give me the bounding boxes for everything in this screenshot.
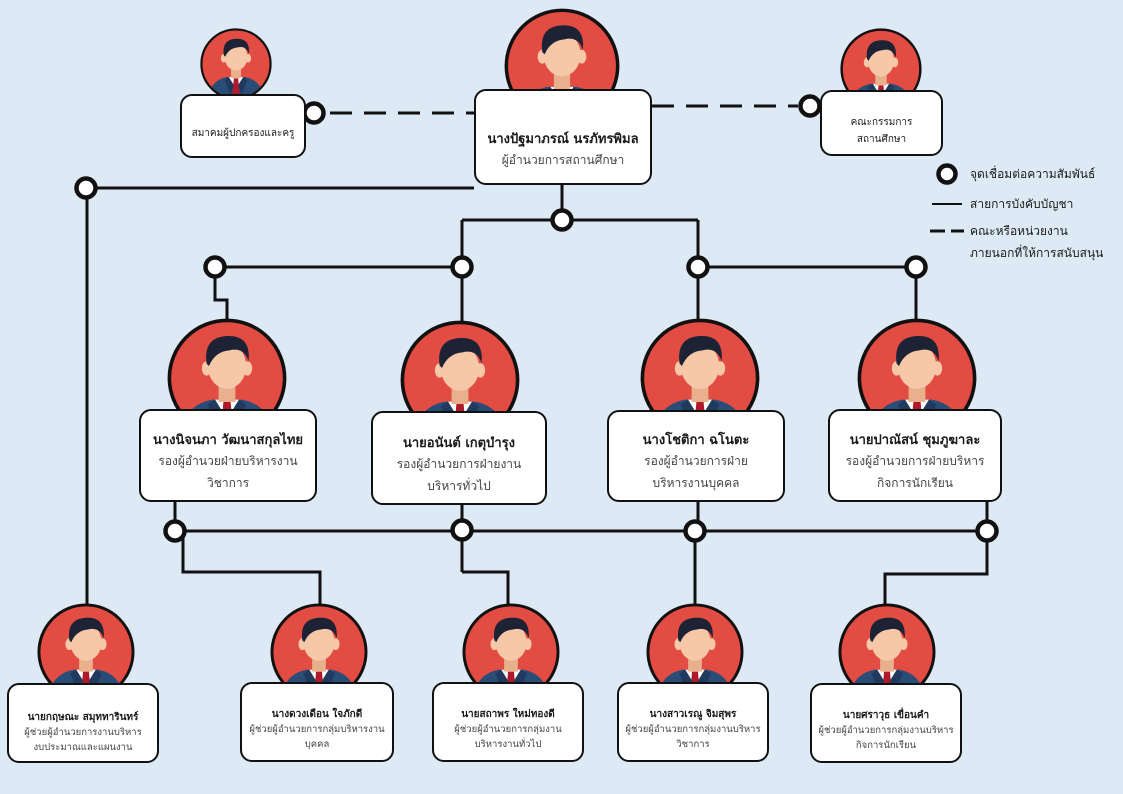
assistant-budget-name: นายกฤษณะ สมุททารินทร์ xyxy=(27,712,139,723)
legend-connection-point: จุดเชื่อมต่อความสัมพันธ์ xyxy=(970,167,1096,181)
connector-ring-board xyxy=(798,94,822,118)
deputy-general-name: นายอนันต์ เกตุบำรุง xyxy=(403,436,515,451)
drop-line-assistant-student xyxy=(883,531,989,612)
director-box: นางปัฐมาภรณ์ นรภัทรพิมล ผู้อำนวยการสถานศ… xyxy=(474,89,652,185)
assistant-student-name: นายศราวุธ เขื่อนคำ xyxy=(842,710,930,721)
connector-ring-personnel xyxy=(686,255,710,279)
deputy-academic-box: นางนิจนภา วัฒนาสกุลไทย รองผู้อำนวยฝ่ายบร… xyxy=(139,409,317,502)
deputy-general-box: นายอนันต์ เกตุบำรุง รองผู้อำนวยการฝ่ายงา… xyxy=(371,411,547,505)
solid-line-icon xyxy=(932,203,962,205)
connector-ring-budget xyxy=(74,176,98,200)
deputy-personnel-title: รองผู้อำนวยการฝ่าย บริหารงานบุคคล xyxy=(644,454,748,490)
director-name: นางปัฐมาภรณ์ นรภัทรพิมล xyxy=(487,132,639,147)
connector-ring-parents xyxy=(302,101,326,125)
dashed-line-icon xyxy=(930,229,964,233)
connection-point-icon xyxy=(936,163,958,185)
parents-assoc-avatar-icon xyxy=(200,28,272,100)
assistant-personnel-box: นางดวงเดือน ใจภักดี ผู้ช่วยผู้อำนวยการกล… xyxy=(240,682,394,762)
assistant-academic-name: นางสาวเรณู จิมสุพร xyxy=(649,709,737,720)
assistant-general-name: นายสถาพร ใหม่ทองดี xyxy=(461,709,555,720)
connector-ring-academic xyxy=(203,255,227,279)
connector-ring-director xyxy=(550,208,574,232)
legend-command-line: สายการบังคับบัญชา xyxy=(970,197,1074,211)
assistant-general-box: นายสถาพร ใหม่ทองดี ผู้ช่วยผู้อำนวยการกลุ… xyxy=(432,682,584,762)
deputy-general-title: รองผู้อำนวยการฝ่ายงาน บริหารทั่วไป xyxy=(396,457,522,493)
drop-line-academic xyxy=(213,267,229,330)
parents-assoc-name: สมาคมผู้ปกครองและครู xyxy=(191,127,295,139)
school-board-box: คณะกรรมการ สถานศึกษา xyxy=(820,90,943,156)
school-board-name: คณะกรรมการ สถานศึกษา xyxy=(850,117,913,145)
assistant-personnel-name: นางดวงเดือน ใจภักดี xyxy=(271,709,363,720)
drop-line-assistant-general xyxy=(462,570,510,612)
assistant-budget-box: นายกฤษณะ สมุททารินทร์ ผู้ช่วยผู้อำนวยการ… xyxy=(7,683,159,763)
deputy-student-title: รองผู้อำนวยการฝ่ายบริหาร กิจการนักเรียน xyxy=(845,454,985,490)
budget-assistant-line xyxy=(78,186,89,610)
connector-ring-lower-4 xyxy=(975,519,999,543)
deputy-personnel-name: นางโชติกา ฉโนตะ xyxy=(642,433,750,448)
deputy-academic-name: นางนิจนภา วัฒนาสกุลไทย xyxy=(152,433,304,448)
connector-ring-lower-1 xyxy=(163,519,187,543)
connector-ring-lower-3 xyxy=(683,519,707,543)
assistant-personnel-title: ผู้ช่วยผู้อำนวยการกลุ่มบริหารงาน บุคคล xyxy=(249,724,385,750)
director-title: ผู้อำนวยการสถานศึกษา xyxy=(501,153,625,167)
connector-ring-general xyxy=(450,255,474,279)
assistant-academic-box: นางสาวเรณู จิมสุพร ผู้ช่วยผู้อำนวยการกลุ… xyxy=(617,682,769,762)
deputy-student-box: นายปาณัสน์ ชุมภูฆาละ รองผู้อำนวยการฝ่ายบ… xyxy=(828,409,1002,502)
deputy-academic-title: รองผู้อำนวยฝ่ายบริหารงาน วิชาการ xyxy=(158,454,298,490)
assistant-general-title: ผู้ช่วยผู้อำนวยการกลุ่มงาน บริหารงานทั่ว… xyxy=(454,724,562,750)
legend-support-line: คณะหรือหน่วยงาน ภายนอกที่ให้การสนับสนุน xyxy=(970,224,1104,260)
parents-assoc-box: สมาคมผู้ปกครองและครู xyxy=(180,94,306,158)
assistant-student-title: ผู้ช่วยผู้อำนวยการกลุ่มงานบริหาร กิจการน… xyxy=(818,725,954,751)
deputy-personnel-box: นางโชติกา ฉโนตะ รองผู้อำนวยการฝ่าย บริหา… xyxy=(607,410,785,502)
deputy-student-name: นายปาณัสน์ ชุมภูฆาละ xyxy=(849,433,981,448)
assistant-student-box: นายศราวุธ เขื่อนคำ ผู้ช่วยผู้อำนวยการกลุ… xyxy=(810,683,962,763)
connector-ring-student xyxy=(904,255,928,279)
drop-line-assistant-personnel xyxy=(181,531,322,612)
assistant-academic-title: ผู้ช่วยผู้อำนวยการกลุ่มงานบริหาร วิชาการ xyxy=(625,724,761,750)
assistant-budget-title: ผู้ช่วยผู้อำนวยการงานบริหาร งบประมาณและแ… xyxy=(24,727,142,753)
connector-ring-lower-2 xyxy=(450,518,474,542)
